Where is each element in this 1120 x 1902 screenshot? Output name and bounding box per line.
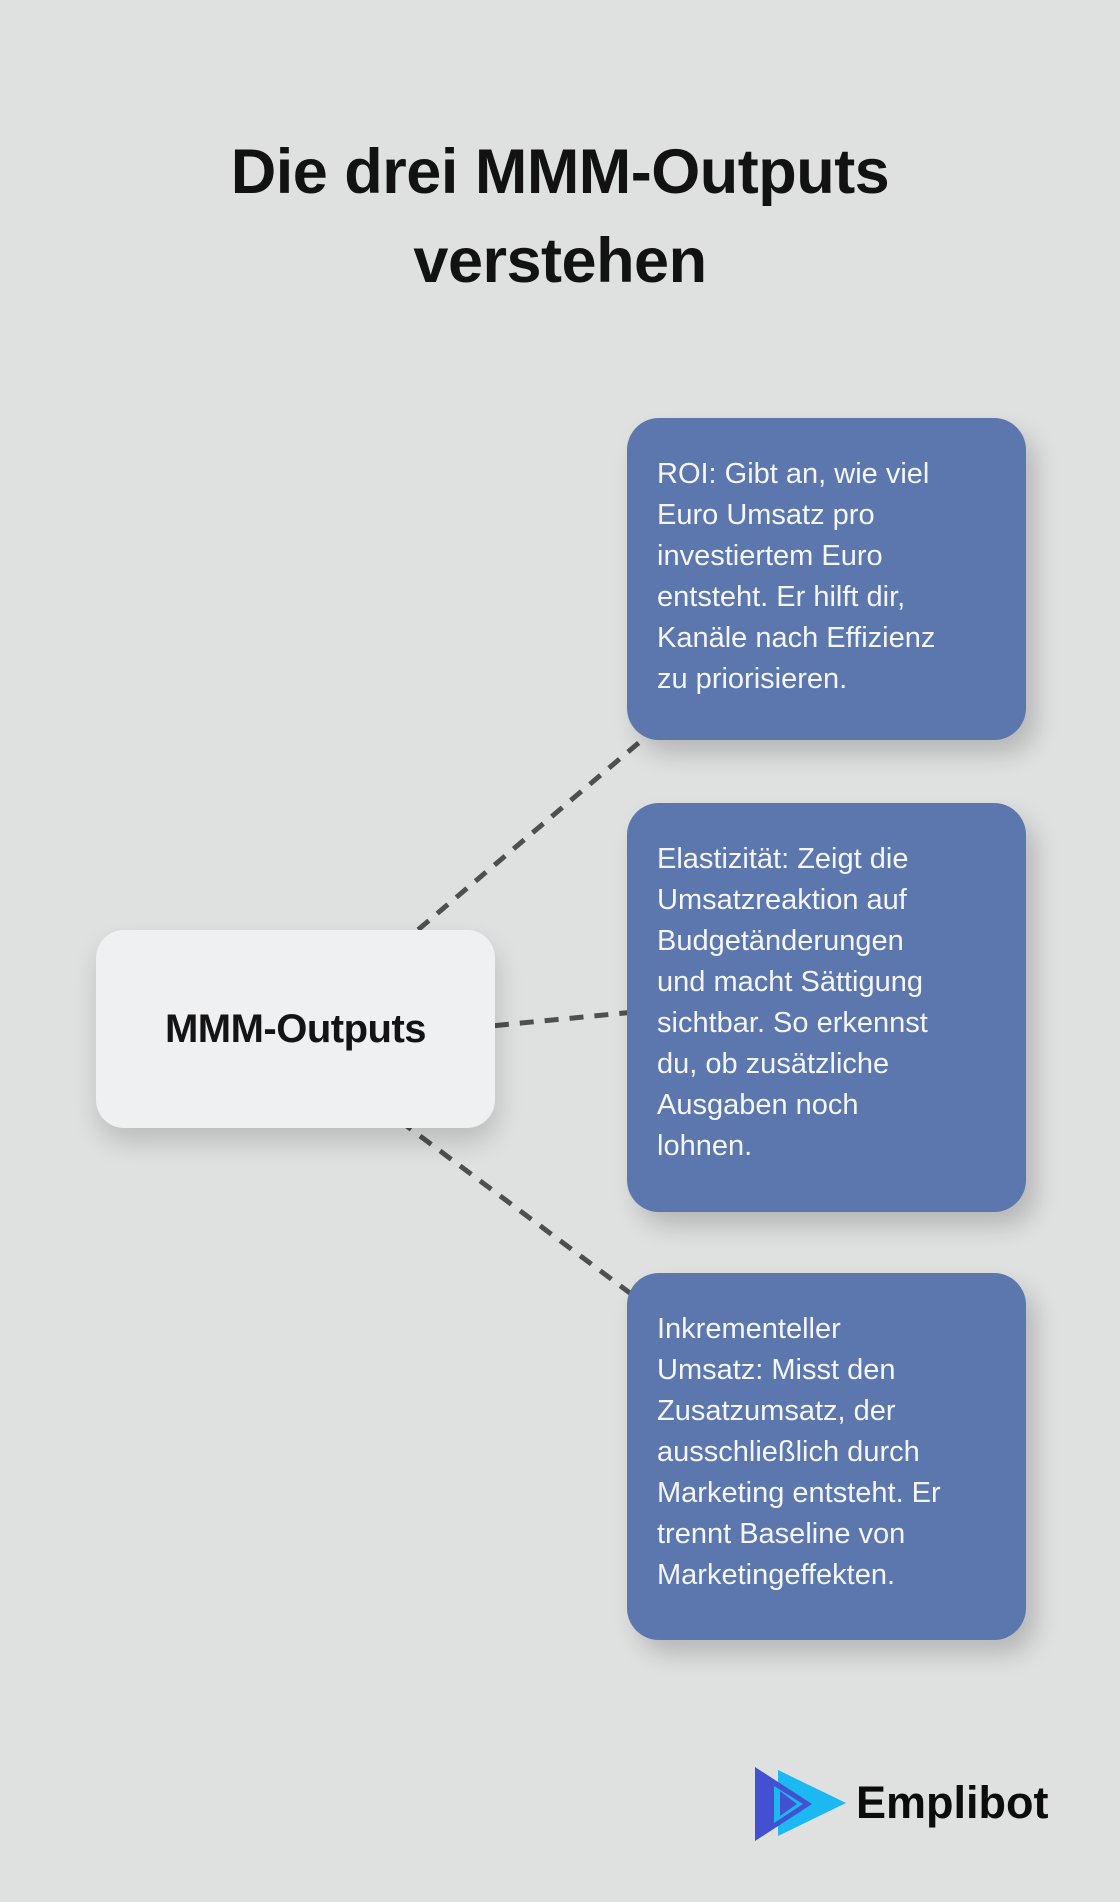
- card-inkrementeller-umsatz-text: Inkrementeller Umsatz: Misst den Zusatzu…: [657, 1313, 941, 1591]
- connector-root-to-inkrementell: [378, 1103, 652, 1311]
- card-roi-text: ROI: Gibt an, wie viel Euro Umsatz pro i…: [657, 458, 936, 695]
- card-elastizitaet: Elastizität: Zeigt die Umsatzreaktion au…: [627, 803, 1026, 1212]
- page-title: Die drei MMM-Outputs verstehen: [230, 137, 890, 297]
- emplibot-logo-icon: [755, 1767, 846, 1841]
- card-elastizitaet-text: Elastizität: Zeigt die Umsatzreaktion au…: [657, 843, 928, 1162]
- connector-root-to-roi: [378, 727, 657, 964]
- card-roi: ROI: Gibt an, wie viel Euro Umsatz pro i…: [627, 418, 1026, 740]
- branding: Emplibot: [748, 1760, 1048, 1846]
- connector-root-to-elastizitaet: [469, 1008, 646, 1031]
- root-node: MMM-Outputs: [96, 930, 495, 1128]
- logo-wordmark: Emplibot: [856, 1777, 1049, 1828]
- root-node-label: MMM-Outputs: [164, 1006, 427, 1051]
- card-inkrementeller-umsatz: Inkrementeller Umsatz: Misst den Zusatzu…: [627, 1273, 1026, 1640]
